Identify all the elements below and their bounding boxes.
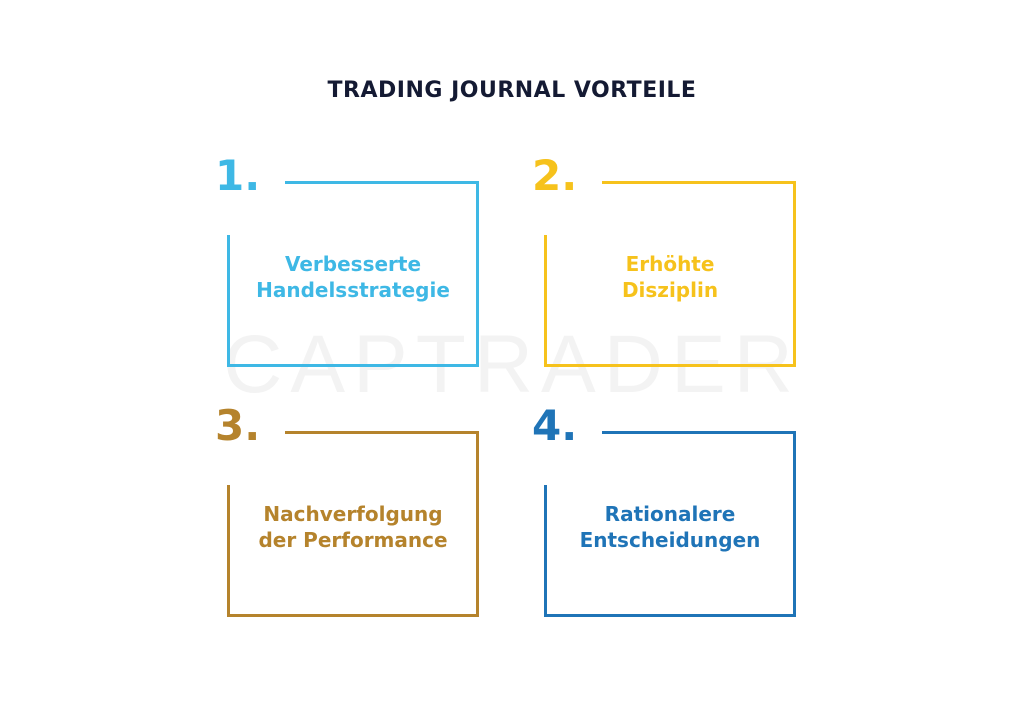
card-label-line-2: der Performance [258, 528, 448, 552]
card-frame [544, 431, 796, 617]
card-number: 2. [532, 151, 578, 200]
watermark: CAPTRADER [223, 319, 801, 410]
card-label: Erhöhte Disziplin [554, 251, 786, 303]
card-label: Verbesserte Handelsstrategie [237, 251, 469, 303]
card-frame [544, 181, 796, 367]
card-number: 3. [215, 401, 261, 450]
card-label-line-2: Disziplin [621, 278, 719, 302]
card-1: 1. Verbesserte Handelsstrategie [215, 155, 479, 367]
card-number: 4. [532, 401, 578, 450]
card-4: 4. Rationalere Entscheidungen [532, 405, 796, 617]
card-2: 2. Erhöhte Disziplin [532, 155, 796, 367]
card-label-line-2: Entscheidungen [579, 528, 761, 552]
card-label: Rationalere Entscheidungen [554, 501, 786, 553]
card-number: 1. [215, 151, 261, 200]
card-label-line-2: Handelsstrategie [256, 278, 450, 302]
card-3: 3. Nachverfolgung der Performance [215, 405, 479, 617]
page-title: TRADING JOURNAL VORTEILE [327, 78, 697, 103]
card-label: Nachverfolgung der Performance [237, 501, 469, 553]
card-label-line-1: Verbesserte [284, 252, 422, 276]
card-frame [227, 431, 479, 617]
card-label-line-1: Erhöhte [625, 252, 715, 276]
card-frame [227, 181, 479, 367]
card-label-line-1: Nachverfolgung [263, 502, 443, 526]
card-label-line-1: Rationalere [604, 502, 736, 526]
